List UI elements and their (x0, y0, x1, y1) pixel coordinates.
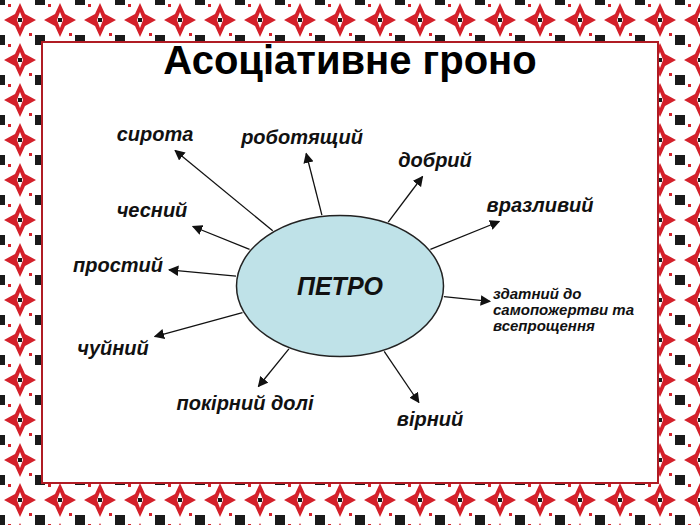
association-word: простий (70, 252, 166, 279)
arrow-connector (384, 351, 419, 402)
association-word: чуйний (74, 335, 152, 362)
arrow-connector (155, 313, 243, 337)
arrow-connector (306, 154, 322, 216)
association-word: вірний (394, 406, 466, 433)
arrow-connector (175, 151, 273, 231)
trait-word: вразливий (487, 194, 594, 217)
association-word: вразливий (484, 192, 597, 219)
association-word: сирота (114, 121, 197, 148)
association-word: чесний (114, 197, 191, 224)
arrow-connector (193, 227, 250, 250)
ellipse-outline (237, 216, 444, 357)
trait-word: сирота (117, 123, 194, 146)
association-word: покірний долі (174, 390, 317, 417)
arrow-connector (444, 297, 490, 302)
trait-word: простий (73, 254, 163, 277)
trait-word: вірний (397, 408, 463, 431)
arrow-connector (258, 349, 289, 387)
trait-word: здатний до самопожертви та всепрощення (493, 286, 645, 333)
central-ellipse: ПЕТРО (235, 214, 445, 358)
association-word: здатний до самопожертви та всепрощення (493, 286, 645, 333)
trait-word: чуйний (77, 337, 149, 360)
diagram-title: Асоціативне гроно (0, 38, 700, 83)
trait-word: добрий (398, 149, 472, 172)
arrow-connector (430, 222, 499, 250)
association-word: роботящий (238, 124, 366, 151)
trait-word: роботящий (241, 126, 363, 149)
association-word: добрий (395, 147, 475, 174)
trait-word: покірний долі (177, 392, 314, 415)
central-name: ПЕТРО (297, 272, 383, 301)
trait-word: чесний (117, 199, 188, 222)
arrow-connector (388, 177, 422, 223)
arrow-connector (169, 270, 236, 276)
